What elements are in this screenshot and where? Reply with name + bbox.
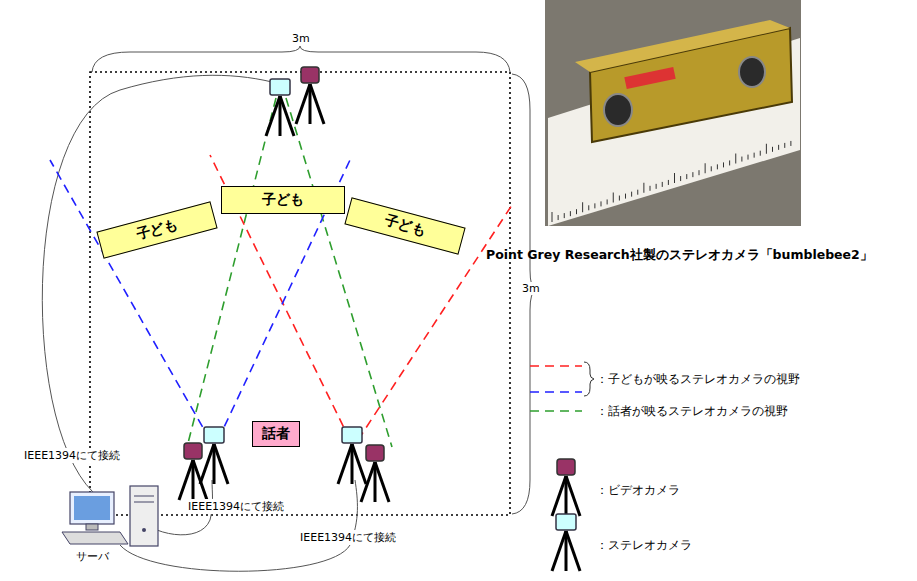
server-icon bbox=[62, 486, 158, 546]
legend-text: ：ビデオカメラ bbox=[596, 482, 680, 499]
node-text: 話者 bbox=[262, 425, 290, 443]
ieee1394-cable bbox=[42, 75, 272, 498]
child-box: 子ども bbox=[221, 186, 345, 214]
legend-text: ：子どもが映るステレオカメラの視野 bbox=[596, 371, 800, 388]
ieee1394-cable bbox=[120, 480, 357, 571]
connection-label: IEEE1394にて接続 bbox=[298, 530, 398, 545]
dimension-label: 3m bbox=[290, 32, 312, 45]
child-box: 子ども bbox=[96, 201, 217, 259]
camera-photo bbox=[545, 0, 801, 226]
connection-label: IEEE1394にて接続 bbox=[22, 448, 122, 463]
photo-caption: Point Grey Research社製のステレオカメラ「bumblebee2… bbox=[484, 247, 875, 264]
video-camera bbox=[296, 67, 324, 124]
node-text: 子ども bbox=[262, 191, 304, 209]
room-outline bbox=[90, 72, 510, 515]
legend-samples bbox=[530, 362, 594, 571]
connection-label: IEEE1394にて接続 bbox=[186, 499, 286, 514]
speaker-box: 話者 bbox=[252, 421, 300, 447]
field-of-view bbox=[50, 98, 512, 455]
video-camera bbox=[361, 445, 389, 502]
stereo-camera bbox=[200, 427, 228, 484]
node-text: 子ども bbox=[134, 216, 179, 244]
server-label: サーバ bbox=[74, 549, 111, 564]
child-box: 子ども bbox=[344, 197, 465, 255]
stereo-camera bbox=[266, 79, 294, 136]
node-text: 子ども bbox=[382, 212, 427, 240]
dimension-label: 3m bbox=[520, 282, 542, 295]
stereo-camera bbox=[338, 427, 366, 484]
legend-text: ：話者が映るステレオカメラの視野 bbox=[596, 403, 788, 420]
legend-text: ：ステレオカメラ bbox=[596, 537, 692, 554]
